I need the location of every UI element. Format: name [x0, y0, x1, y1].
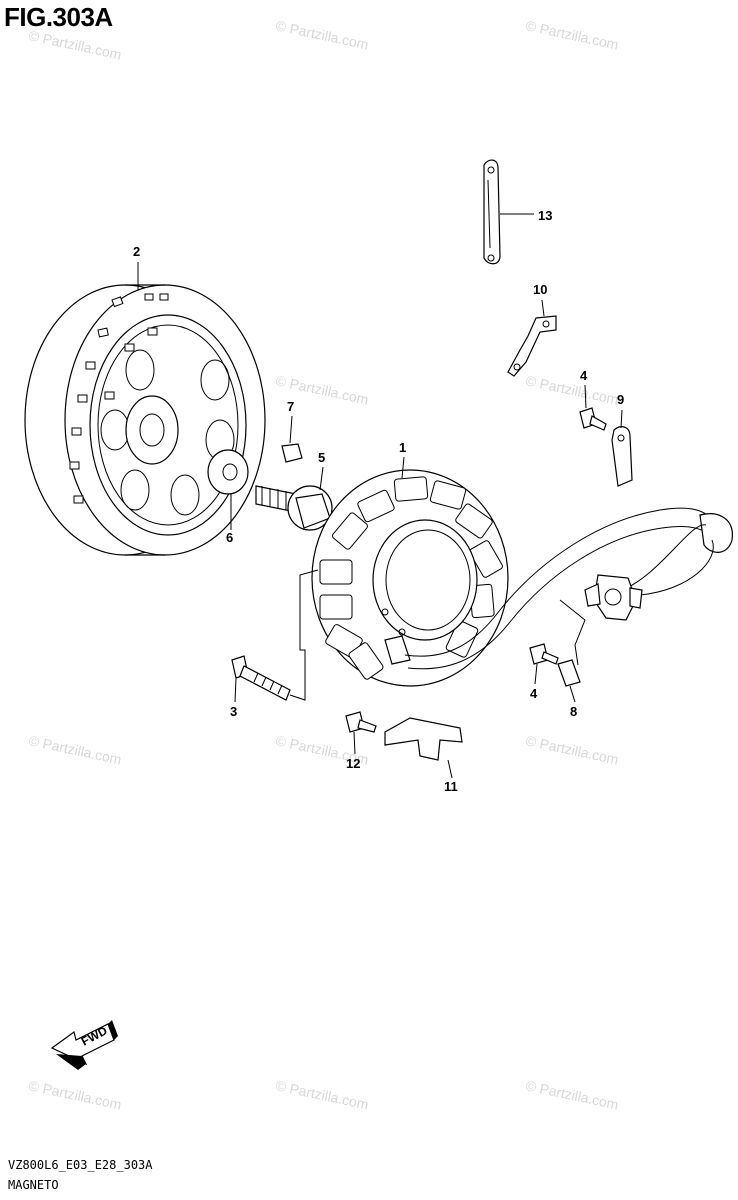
watermark: © Partzilla.com [27, 1077, 123, 1112]
callout-13: 13 [538, 208, 552, 223]
sensor-plate [611, 426, 633, 487]
watermark: © Partzilla.com [27, 732, 123, 767]
watermark: © Partzilla.com [274, 17, 370, 52]
watermark: © Partzilla.com [524, 372, 620, 407]
washer [207, 449, 249, 495]
diagram-name: MAGNETO [8, 1178, 59, 1192]
watermark: © Partzilla.com [27, 27, 123, 62]
callout-6: 6 [226, 530, 233, 545]
wire-clamp [384, 717, 463, 761]
key [281, 443, 303, 463]
watermark: © Partzilla.com [524, 17, 620, 52]
wire-harness [404, 507, 733, 670]
stator-coil [311, 469, 509, 687]
callout-9: 9 [617, 392, 624, 407]
callout-4-upper: 4 [580, 368, 588, 383]
callout-10: 10 [533, 282, 547, 297]
leader-lines [137, 213, 623, 779]
callout-2: 2 [133, 244, 140, 259]
sensor-bolt-upper [579, 407, 607, 431]
pickup-sensor [584, 574, 643, 621]
figure-title: FIG.303A [4, 2, 113, 32]
callout-3: 3 [230, 704, 237, 719]
flywheel-rotor [24, 284, 266, 556]
callout-labels: 1 2 3 4 5 6 7 8 9 10 11 12 13 4 [133, 208, 624, 794]
watermark: © Partzilla.com [524, 1077, 620, 1112]
rotor-bolt [255, 485, 333, 531]
clamp-bolt [345, 711, 377, 733]
watermark: © Partzilla.com [524, 732, 620, 767]
wire-strap [483, 159, 501, 265]
callout-12: 12 [346, 756, 360, 771]
sensor-washer [557, 599, 586, 687]
stator-bolt [231, 569, 319, 701]
forward-arrow: FWD [50, 1020, 118, 1070]
callout-8: 8 [570, 704, 577, 719]
callout-4-lower: 4 [530, 686, 538, 701]
callout-1: 1 [399, 440, 406, 455]
callout-7: 7 [287, 399, 294, 414]
callout-5: 5 [318, 450, 325, 465]
wire-bracket [507, 315, 557, 377]
diagram-code: VZ800L6_E03_E28_303A [8, 1158, 153, 1172]
sensor-bolt-lower [529, 643, 559, 665]
callout-11: 11 [444, 779, 458, 794]
watermark: © Partzilla.com [274, 1077, 370, 1112]
